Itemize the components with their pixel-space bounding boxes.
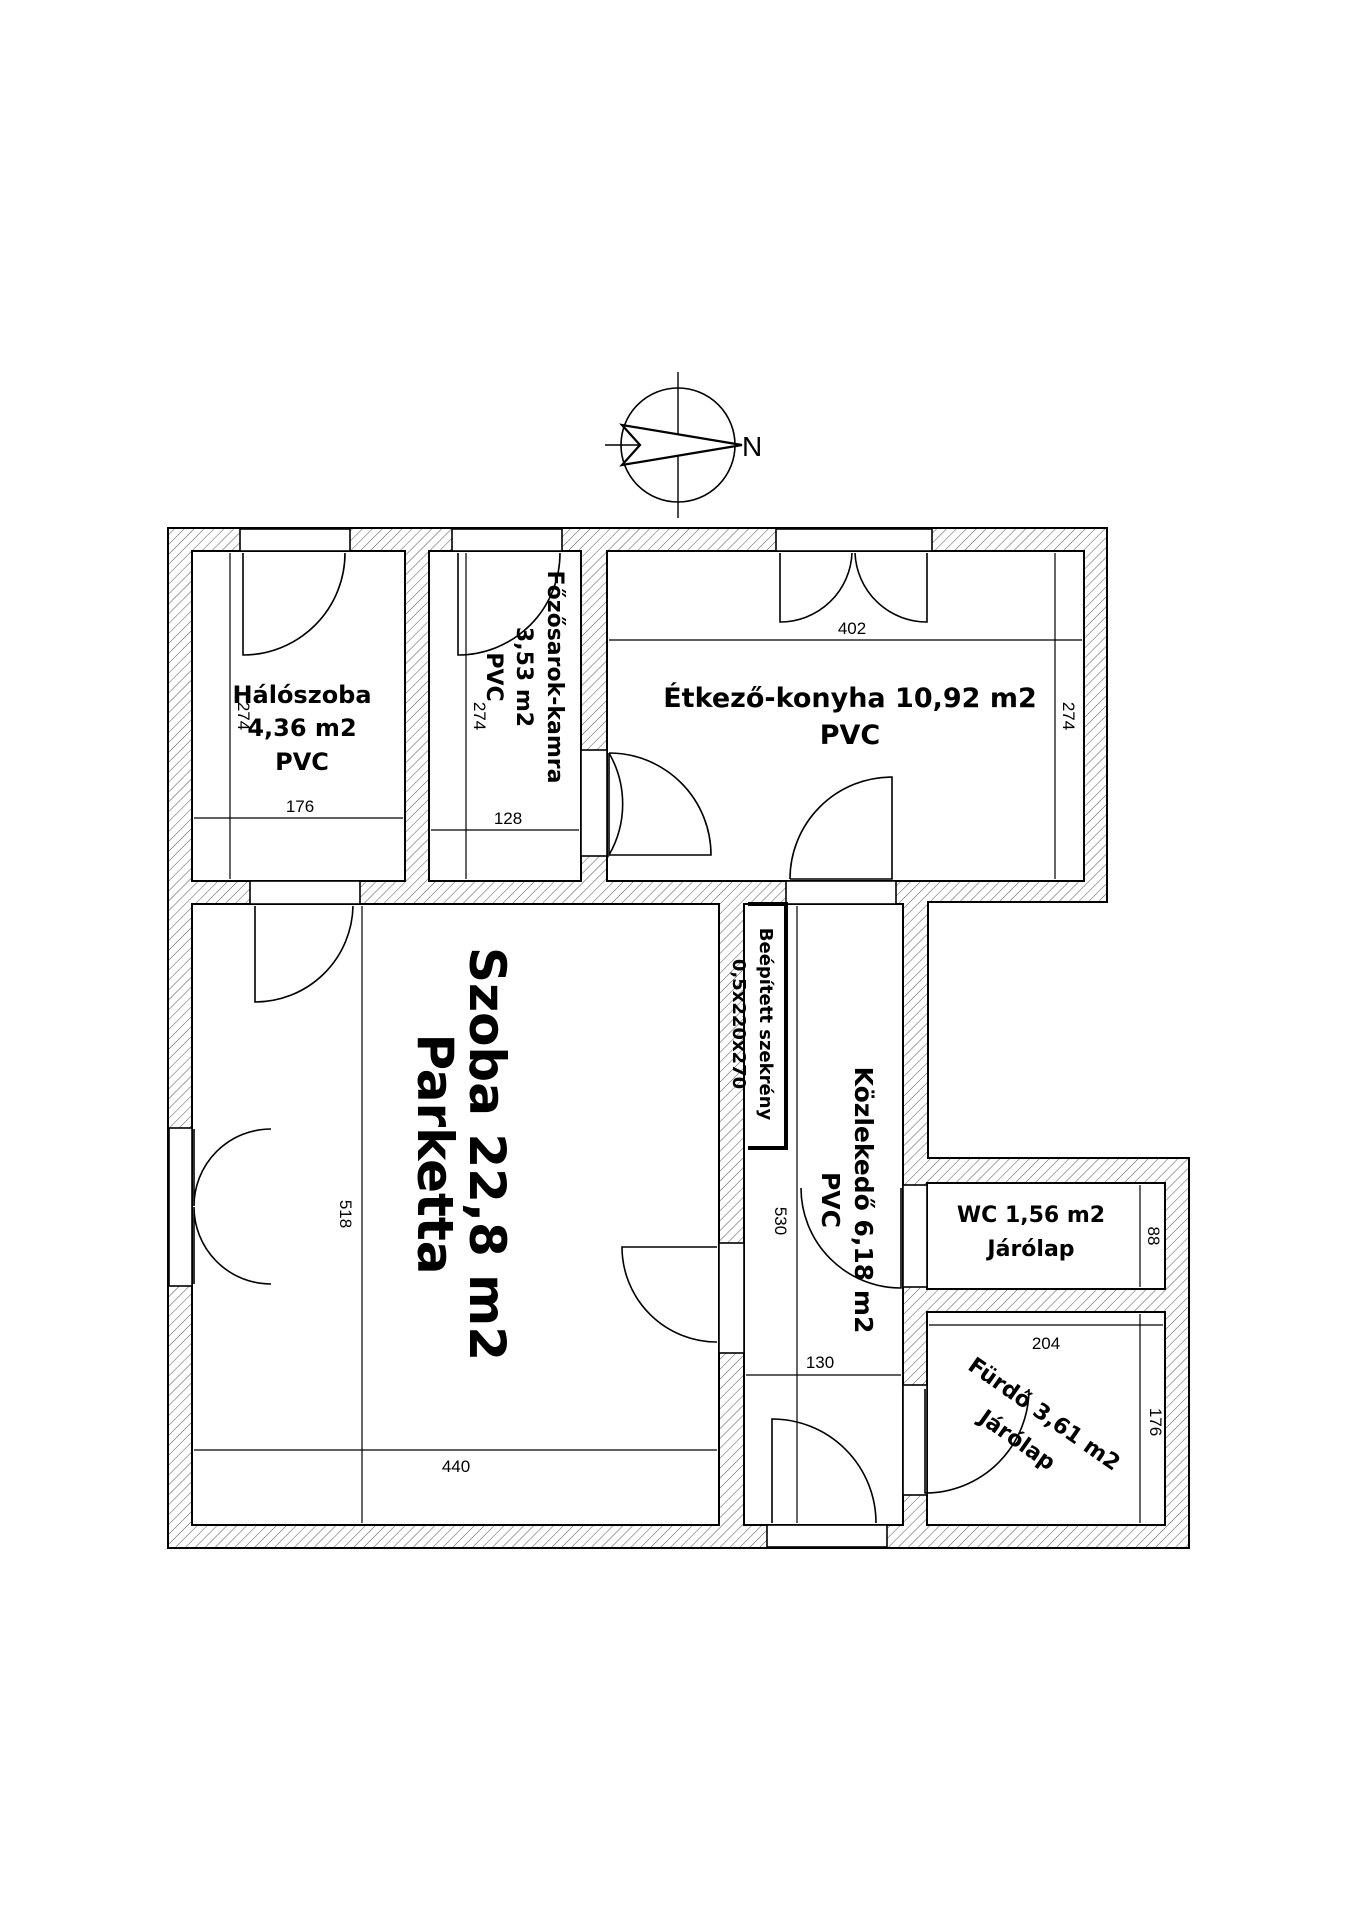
dim-fozosarok-h: 274 [470,702,489,730]
dim-szoba-w: 440 [442,1457,470,1476]
fozosarok-name: Főzősarok-kamra [542,571,567,784]
szoba-floor: Parketta [406,1033,464,1274]
door-szoba-right-swing [621,1246,718,1343]
fozosarok-area: 3,53 m2 [511,627,536,727]
haloszoba-area: 4,36 m2 [247,714,356,742]
room-furdo [926,1311,1166,1526]
wc-floor: Járólap [985,1237,1074,1262]
haloszoba-name: Hálószoba [232,681,371,709]
dim-haloszoba-h: 274 [234,702,253,730]
openings [168,528,933,1548]
door-etkezo-side-swing [608,752,712,858]
kozlekedo-floor: PVC [816,1172,845,1228]
dim-kozlekedo-w: 130 [806,1353,834,1372]
door-szoba-window-top [193,1128,272,1207]
haloszoba-floor: PVC [275,748,329,776]
room-wc [926,1182,1166,1290]
door-wc-swing [800,1187,902,1289]
compass: N [605,372,762,518]
room-labels: Hálószoba 4,36 m2 PVC Főzősarok-kamra 3,… [232,571,1124,1477]
szekreny-name: Beépített szekrény [755,928,776,1121]
north-arrow-icon [619,423,743,467]
etkezo-name-area: Étkező-konyha 10,92 m2 [663,682,1037,714]
north-letter: N [742,431,762,462]
wardrobe-outline [748,902,788,1150]
door-szoba-window-bottom [193,1206,272,1285]
door-etkezo-window-right [854,552,928,623]
door-furdo-swing [924,1388,1030,1494]
dimension-labels: 274 176 274 128 402 274 518 440 530 130 … [234,619,1165,1476]
dimension-lines [194,553,1163,1523]
door-szoba-top-swing [254,905,354,1003]
door-etkezo-bottom-swing [789,776,893,880]
etkezo-floor: PVC [820,720,881,751]
dim-wc-h: 88 [1144,1227,1163,1246]
dim-etkezo-w: 402 [838,619,866,638]
door-fozosarok-swing [457,552,561,656]
room-fozosarok [428,550,582,882]
doors [193,552,1030,1524]
dim-fozosarok-w: 128 [494,809,522,828]
dim-haloszoba-w: 176 [286,797,314,816]
szoba-name-area: Szoba 22,8 m2 [458,947,516,1361]
dim-szoba-h: 518 [336,1200,355,1228]
door-etkezo-window-left [779,552,853,623]
dim-furdo-h: 176 [1146,1408,1165,1436]
wc-name-area: WC 1,56 m2 [957,1203,1105,1228]
kozlekedo-name-area: Közlekedő 6,18 m2 [849,1067,878,1334]
door-entrance-swing [771,1418,877,1524]
szekreny-size: 0,5x220x270 [728,959,749,1089]
dim-kozlekedo-h: 530 [771,1207,790,1235]
room-etkezo [606,550,1085,882]
fozosarok-floor: PVC [481,652,506,701]
room-szoba [191,903,720,1526]
dim-etkezo-h: 274 [1059,702,1078,730]
door-haloszoba-swing [242,552,346,656]
dim-furdo-w: 204 [1032,1334,1060,1353]
